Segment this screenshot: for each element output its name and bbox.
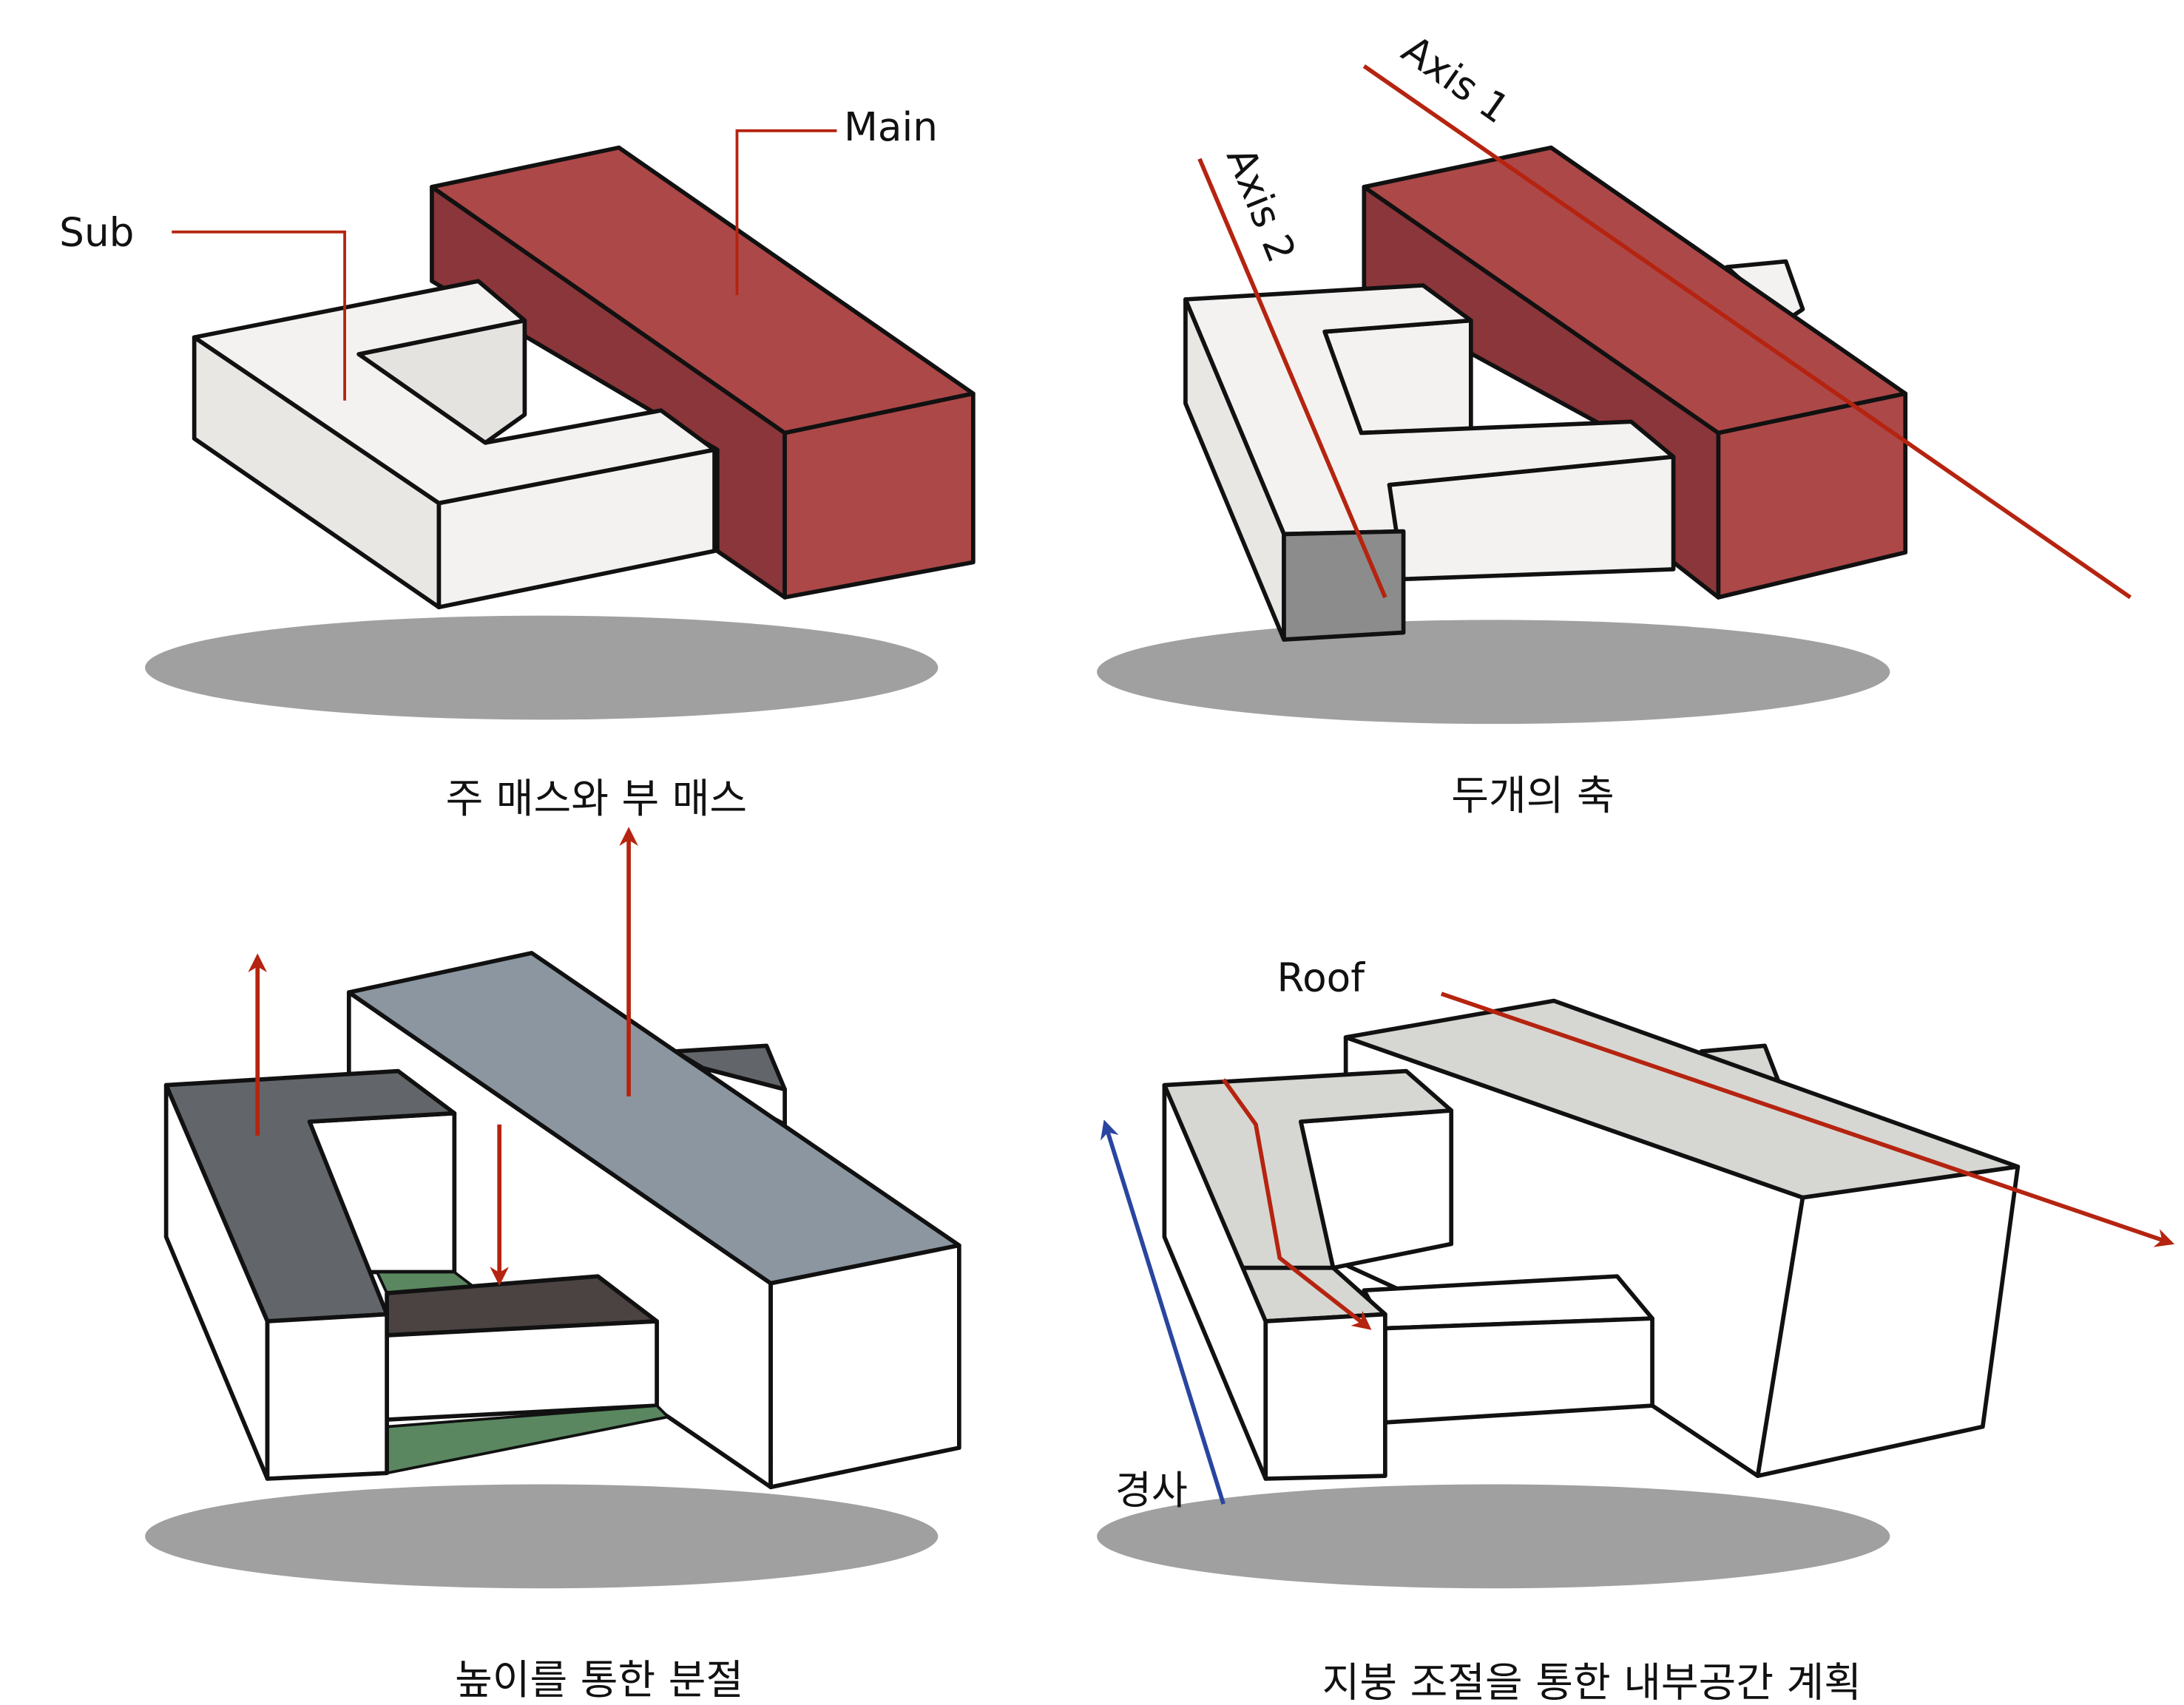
panel-roof-adjustment: Roof 경사 지붕 조절을 통한 내부공간 계획 [1097,955,2175,1705]
panel-two-axes: Axis 1 Axis 2 두개의 축 [1097,27,2132,820]
ground-shadow [1097,1484,1890,1589]
axis-2-line [1197,157,1387,599]
sub-mass [163,1068,672,1481]
label-roof: Roof [1277,955,1365,1000]
sub-leader-line [172,230,346,401]
roof-arrow [1440,992,2175,1247]
label-slope: 경사 [1115,1468,1188,1514]
main-mass [1343,998,2021,1478]
label-sub: Sub [59,210,134,256]
main-mass [430,145,976,600]
main-mass [1362,145,1908,600]
axis-1-line [1362,64,2132,600]
sub-mass [192,279,717,610]
caption-2: 두개의 축 [1451,773,1614,820]
label-axis-1: Axis 1 [1393,27,1518,132]
panel-height-articulation: 높이를 통한 분절 [145,827,961,1704]
label-axis-2: Axis 2 [1217,141,1305,269]
caption-1: 주 매스와 부 매스 [446,776,748,823]
ground-shadow [1097,620,1890,725]
roof-path-arrow [1221,1078,1372,1330]
sub-mass [1183,283,1676,642]
slope-arrow [1101,1119,1225,1505]
panel-main-sub-mass: Sub Main 주 매스와 부 매스 [59,104,976,823]
main-leader-line [735,129,837,296]
sub-mass [1162,1068,1654,1481]
caption-3: 높이를 통한 분절 [455,1657,743,1704]
caption-4: 지붕 조절을 통한 내부공간 계획 [1322,1660,1862,1705]
ground-shadow [145,615,939,720]
label-main: Main [844,104,938,150]
ground-shadow [145,1484,939,1589]
